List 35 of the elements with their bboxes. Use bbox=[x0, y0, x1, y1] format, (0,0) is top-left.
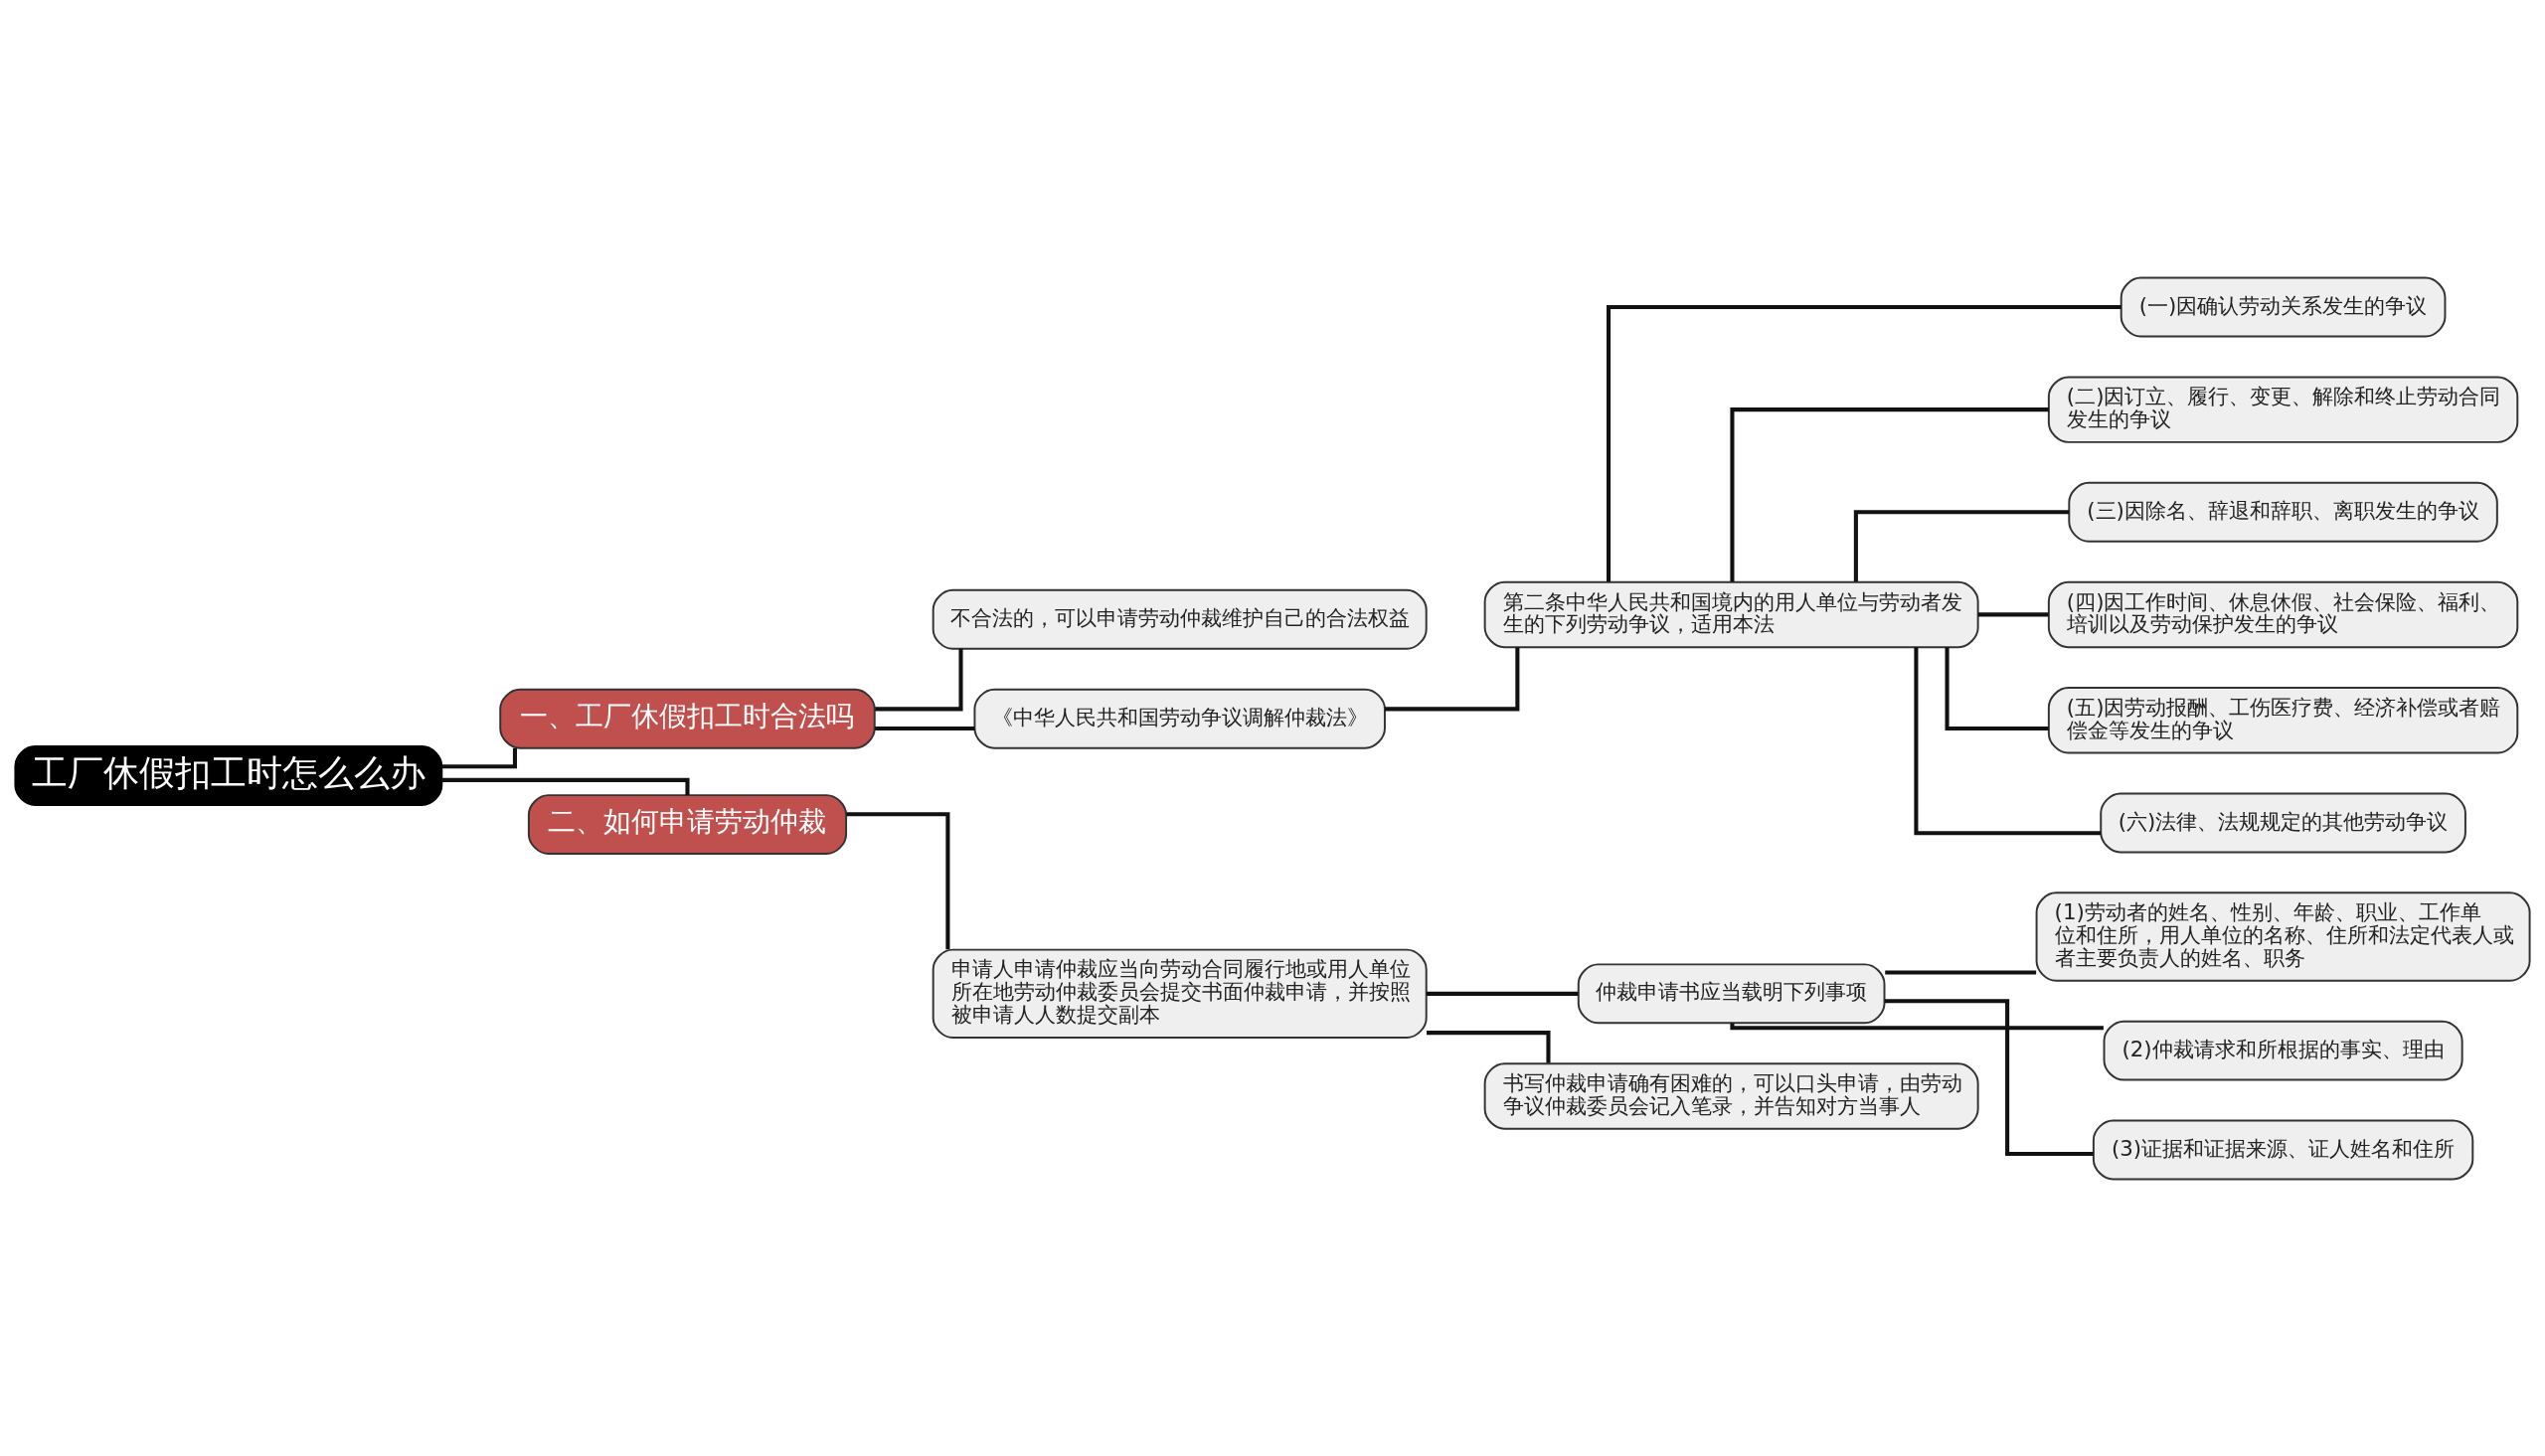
node-box: 申请人申请仲裁应当向劳动合同履行地或用人单位所在地劳动仲裁委员会提交书面仲裁申请，并按照被申请人人数提交副本 bbox=[932, 948, 1428, 1039]
node-box: 二、如何申请劳动仲裁 bbox=[527, 793, 848, 855]
connector bbox=[1977, 611, 2049, 616]
node-box: (三)因除名、辞退和辞职、离职发生的争议 bbox=[2068, 481, 2498, 543]
node-box: 一、工厂休假扣工时合法吗 bbox=[499, 688, 876, 749]
connector bbox=[1945, 647, 2049, 730]
connector bbox=[1730, 406, 2049, 581]
connector bbox=[1607, 304, 2121, 581]
connector bbox=[1426, 991, 1579, 996]
node-box: (二)因订立、履行、变更、解除和终止劳动合同发生的争议 bbox=[2047, 375, 2519, 443]
node-box: 《中华人民共和国劳动争议调解仲裁法》 bbox=[973, 688, 1386, 749]
connector bbox=[875, 648, 963, 711]
node-box: 不合法的，可以申请劳动仲裁维护自己的合法权益 bbox=[932, 588, 1428, 650]
connector bbox=[846, 811, 950, 949]
connector bbox=[441, 747, 517, 768]
node-box: 第二条中华人民共和国境内的用人单位与劳动者发生的下列劳动争议，适用本法 bbox=[1483, 580, 1979, 648]
node-box: 工厂休假扣工时怎么么办 bbox=[14, 744, 443, 806]
connector bbox=[1885, 970, 2037, 975]
connector bbox=[875, 726, 975, 730]
node-box: (四)因工作时间、休息休假、社会保险、福利、培训以及劳动保护发生的争议 bbox=[2047, 580, 2519, 648]
node-box: (六)法律、法规规定的其他劳动争议 bbox=[2100, 792, 2466, 853]
connector bbox=[1730, 1022, 2104, 1030]
connector bbox=[1884, 998, 2094, 1156]
connector bbox=[1427, 1030, 1551, 1063]
node-box: (2)仲裁请求和所根据的事实、理由 bbox=[2103, 1020, 2463, 1081]
node-box: (一)因确认劳动关系发生的争议 bbox=[2120, 276, 2447, 337]
connector bbox=[1914, 646, 2102, 835]
node-box: (1)劳动者的姓名、性别、年龄、职业、工作单位和住所，用人单位的名称、住所和法定代表人或者主要负责人的姓名、职务 bbox=[2035, 890, 2531, 982]
node-box: 仲裁申请书应当载明下列事项 bbox=[1577, 962, 1886, 1024]
node-box: 书写仲裁申请确有困难的，可以口头申请，由劳动争议仲裁委员会记入笔录，并告知对方当事人 bbox=[1483, 1061, 1979, 1130]
connector bbox=[1853, 509, 2070, 581]
connector bbox=[1385, 647, 1520, 711]
node-box: (五)因劳动报酬、工伤医疗费、经济补偿或者赔偿金等发生的争议 bbox=[2047, 686, 2519, 754]
node-box: (3)证据和证据来源、证人姓名和住所 bbox=[2092, 1119, 2474, 1180]
connector bbox=[441, 777, 690, 795]
